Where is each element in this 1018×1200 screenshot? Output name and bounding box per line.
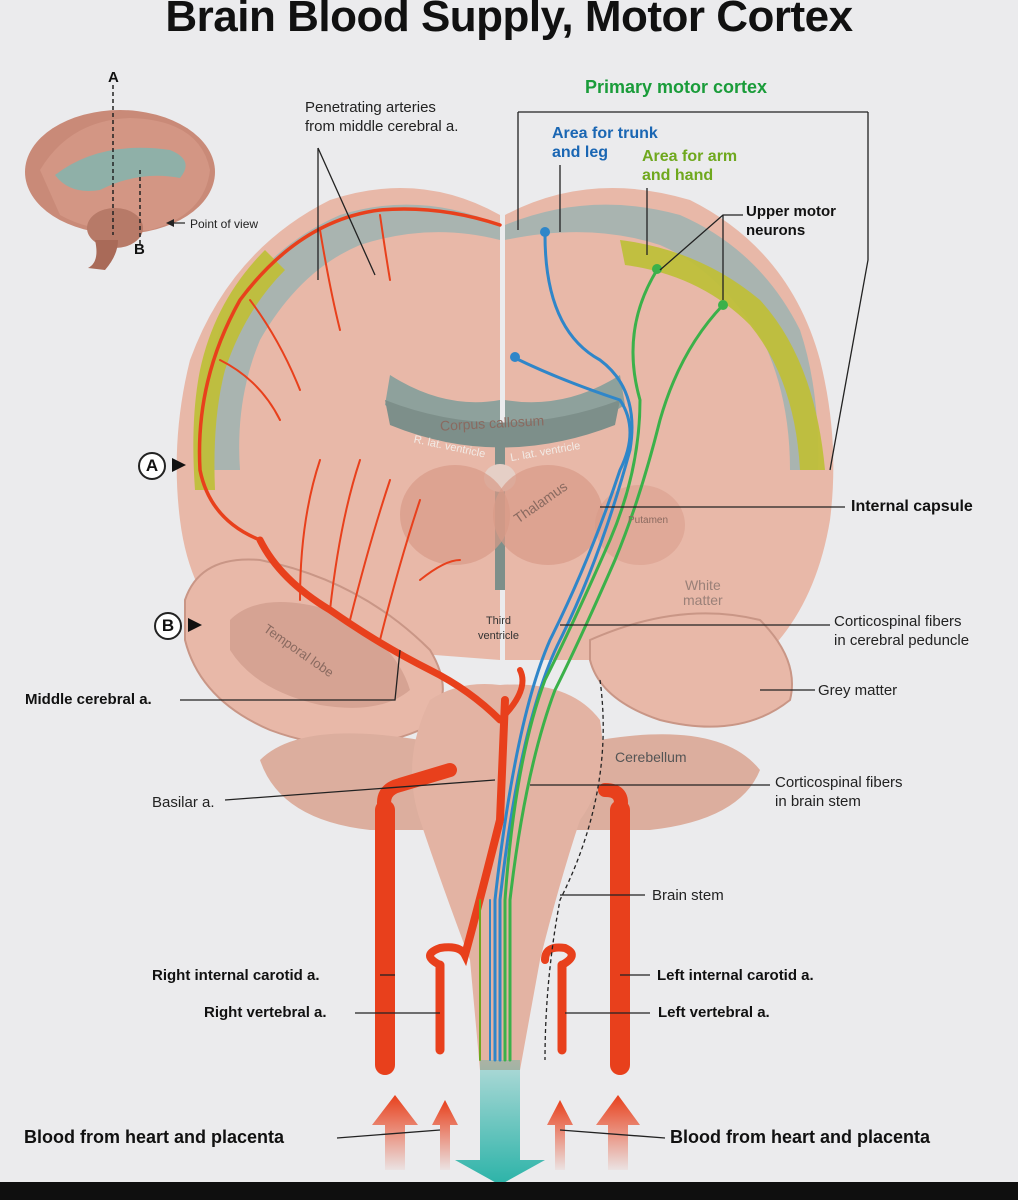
corticospinal-peduncle-label: Corticospinal fibers in cerebral peduncl… <box>834 613 970 649</box>
cerebellum-label: Cerebellum <box>615 749 687 765</box>
inset-label-a: A <box>108 69 119 86</box>
penetrating-arteries-label: Penetrating arteries from middle cerebra… <box>305 99 459 135</box>
blood-label-right: Blood from heart and placenta <box>670 1127 931 1147</box>
middle-cerebral-label: Middle cerebral a. <box>25 691 152 708</box>
inset-label-b: B <box>134 241 145 258</box>
spinal-flow-arrow <box>455 1060 545 1185</box>
white-matter-label: White matter <box>683 577 723 608</box>
grey-matter-label: Grey matter <box>818 682 898 699</box>
trunk-leg-label: Area for trunk and leg <box>552 125 658 161</box>
corticospinal-stem-label: Corticospinal fibers in brain stem <box>775 774 903 810</box>
marker-a: A <box>138 452 166 480</box>
right-carotid-label: Right internal carotid a. <box>152 967 320 984</box>
bottom-bar <box>0 1182 1018 1200</box>
blood-label-left: Blood from heart and placenta <box>24 1127 285 1147</box>
point-of-view-label: Point of view <box>190 217 259 231</box>
motor-tracts <box>479 227 728 1062</box>
upper-motor-neurons-label: Upper motor neurons <box>746 203 836 239</box>
inset-brain <box>25 85 215 270</box>
left-vertebral-label: Left vertebral a. <box>658 1004 770 1021</box>
basilar-label: Basilar a. <box>152 794 215 811</box>
putamen-label: Putamen <box>628 515 669 526</box>
arm-hand-label: Area for arm and hand <box>642 148 738 184</box>
brain-stem-label: Brain stem <box>652 887 724 904</box>
internal-capsule-label: Internal capsule <box>851 498 973 515</box>
primary-motor-cortex-label: Primary motor cortex <box>585 77 768 97</box>
third-ventricle-label: Third ventricle <box>478 615 519 642</box>
marker-b: B <box>154 612 182 640</box>
left-carotid-label: Left internal carotid a. <box>657 967 814 984</box>
right-vertebral-label: Right vertebral a. <box>204 1004 327 1021</box>
leader-lines <box>180 111 869 1139</box>
arteries <box>197 207 630 1075</box>
page-title: Brain Blood Supply, Motor Cortex <box>165 0 853 41</box>
temporal-lobe <box>184 558 793 746</box>
central-structures <box>385 400 685 590</box>
blood-arrows <box>372 1095 640 1170</box>
